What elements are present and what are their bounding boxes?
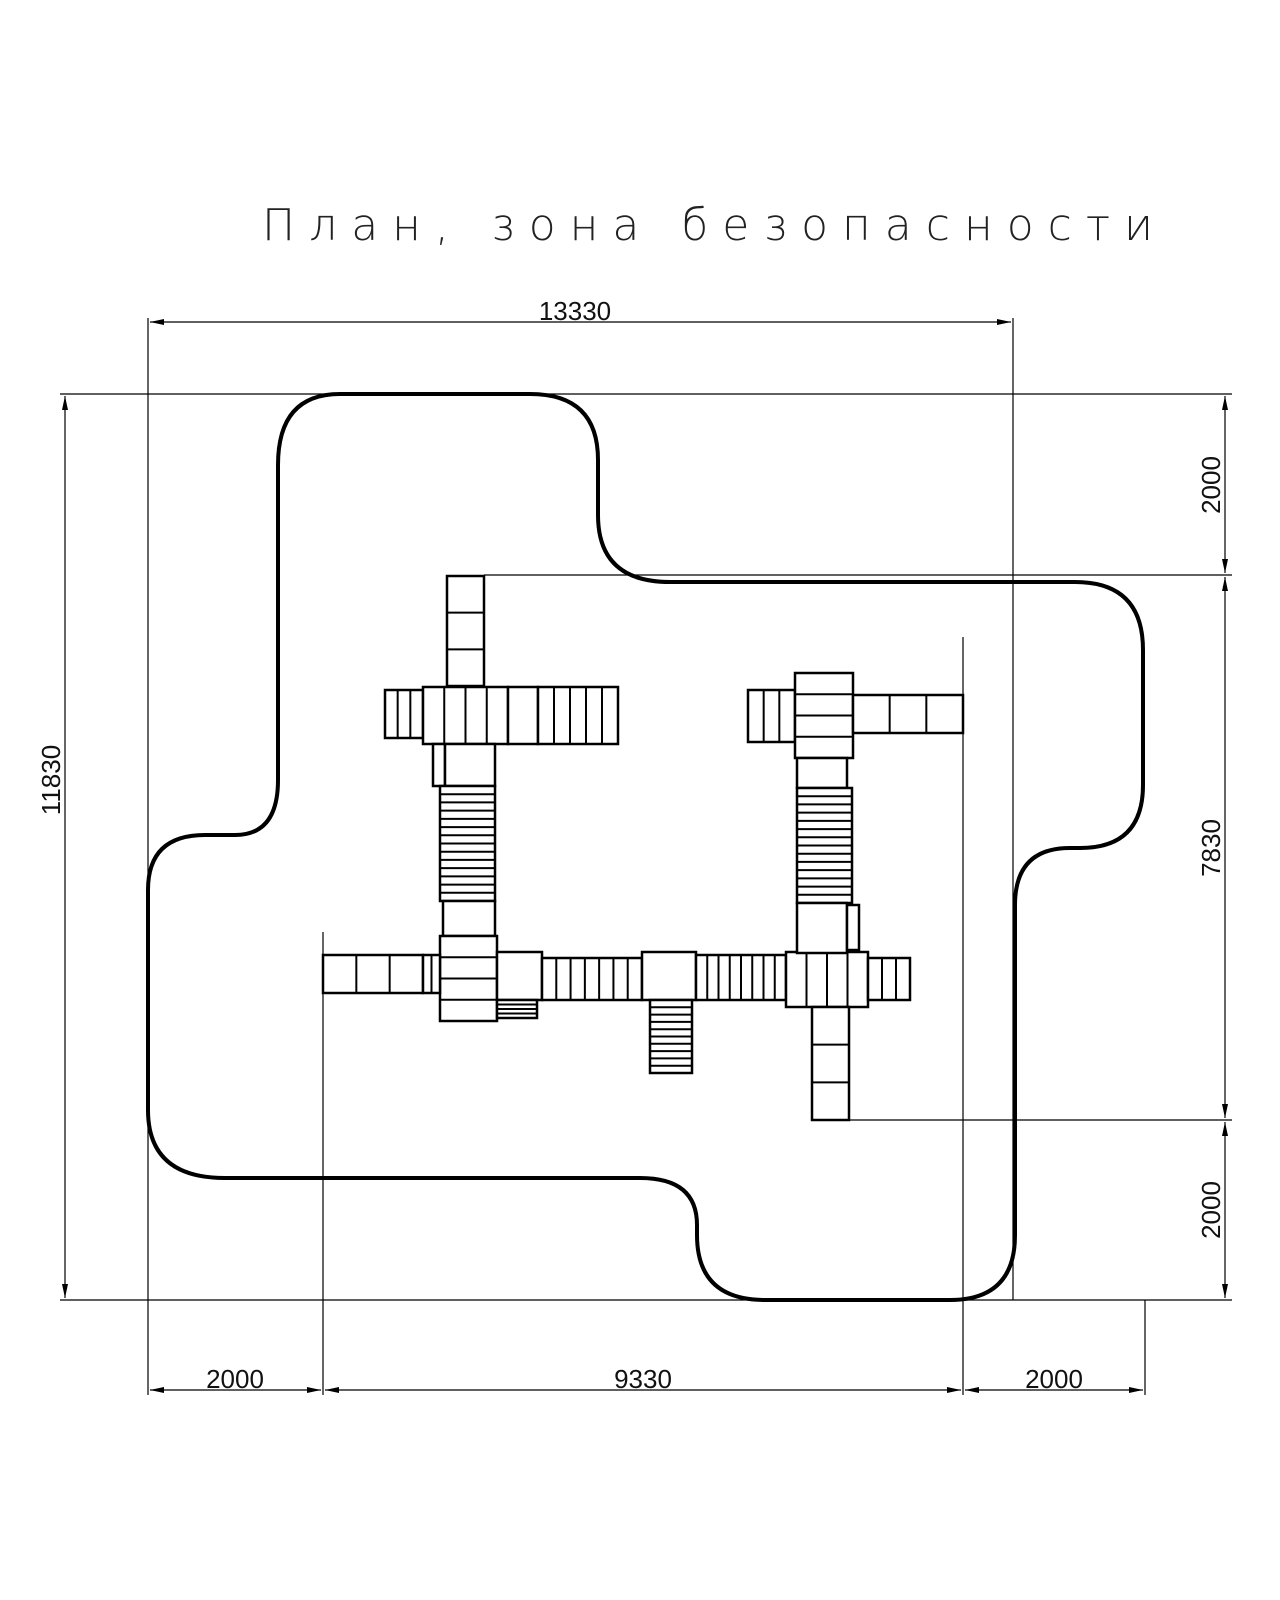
dim-bottom-left: 2000 (206, 1364, 264, 1394)
ladder (746, 688, 797, 744)
slide (810, 1005, 851, 1122)
passage (795, 901, 849, 955)
safety-zone-outline (146, 392, 1145, 1302)
dim-right-middle: 7830 (1196, 819, 1226, 877)
dim-bottom-middle: 9330 (614, 1364, 672, 1394)
post (431, 742, 447, 788)
platform (495, 950, 544, 1002)
ladder (866, 956, 912, 1002)
dim-right-top: 2000 (1196, 456, 1226, 514)
drawing-title: План, зона безопасности (262, 200, 1167, 251)
platform (640, 950, 698, 1002)
dimension-lines (62, 319, 1228, 1393)
play-structure (321, 574, 965, 1122)
slide (321, 953, 425, 995)
passage (795, 756, 849, 790)
slide (445, 574, 486, 688)
extension-lines (60, 318, 1232, 1395)
post (845, 903, 861, 952)
passage (441, 899, 497, 938)
dim-overall-height: 11830 (36, 745, 66, 815)
ladder (383, 688, 425, 740)
dim-bottom-right: 2000 (1025, 1364, 1083, 1394)
slide (851, 693, 965, 735)
dim-overall-width: 13330 (539, 296, 611, 326)
passage (443, 742, 497, 788)
dim-right-bottom: 2000 (1196, 1181, 1226, 1239)
bridge (506, 685, 540, 746)
climbing-net (536, 685, 620, 746)
